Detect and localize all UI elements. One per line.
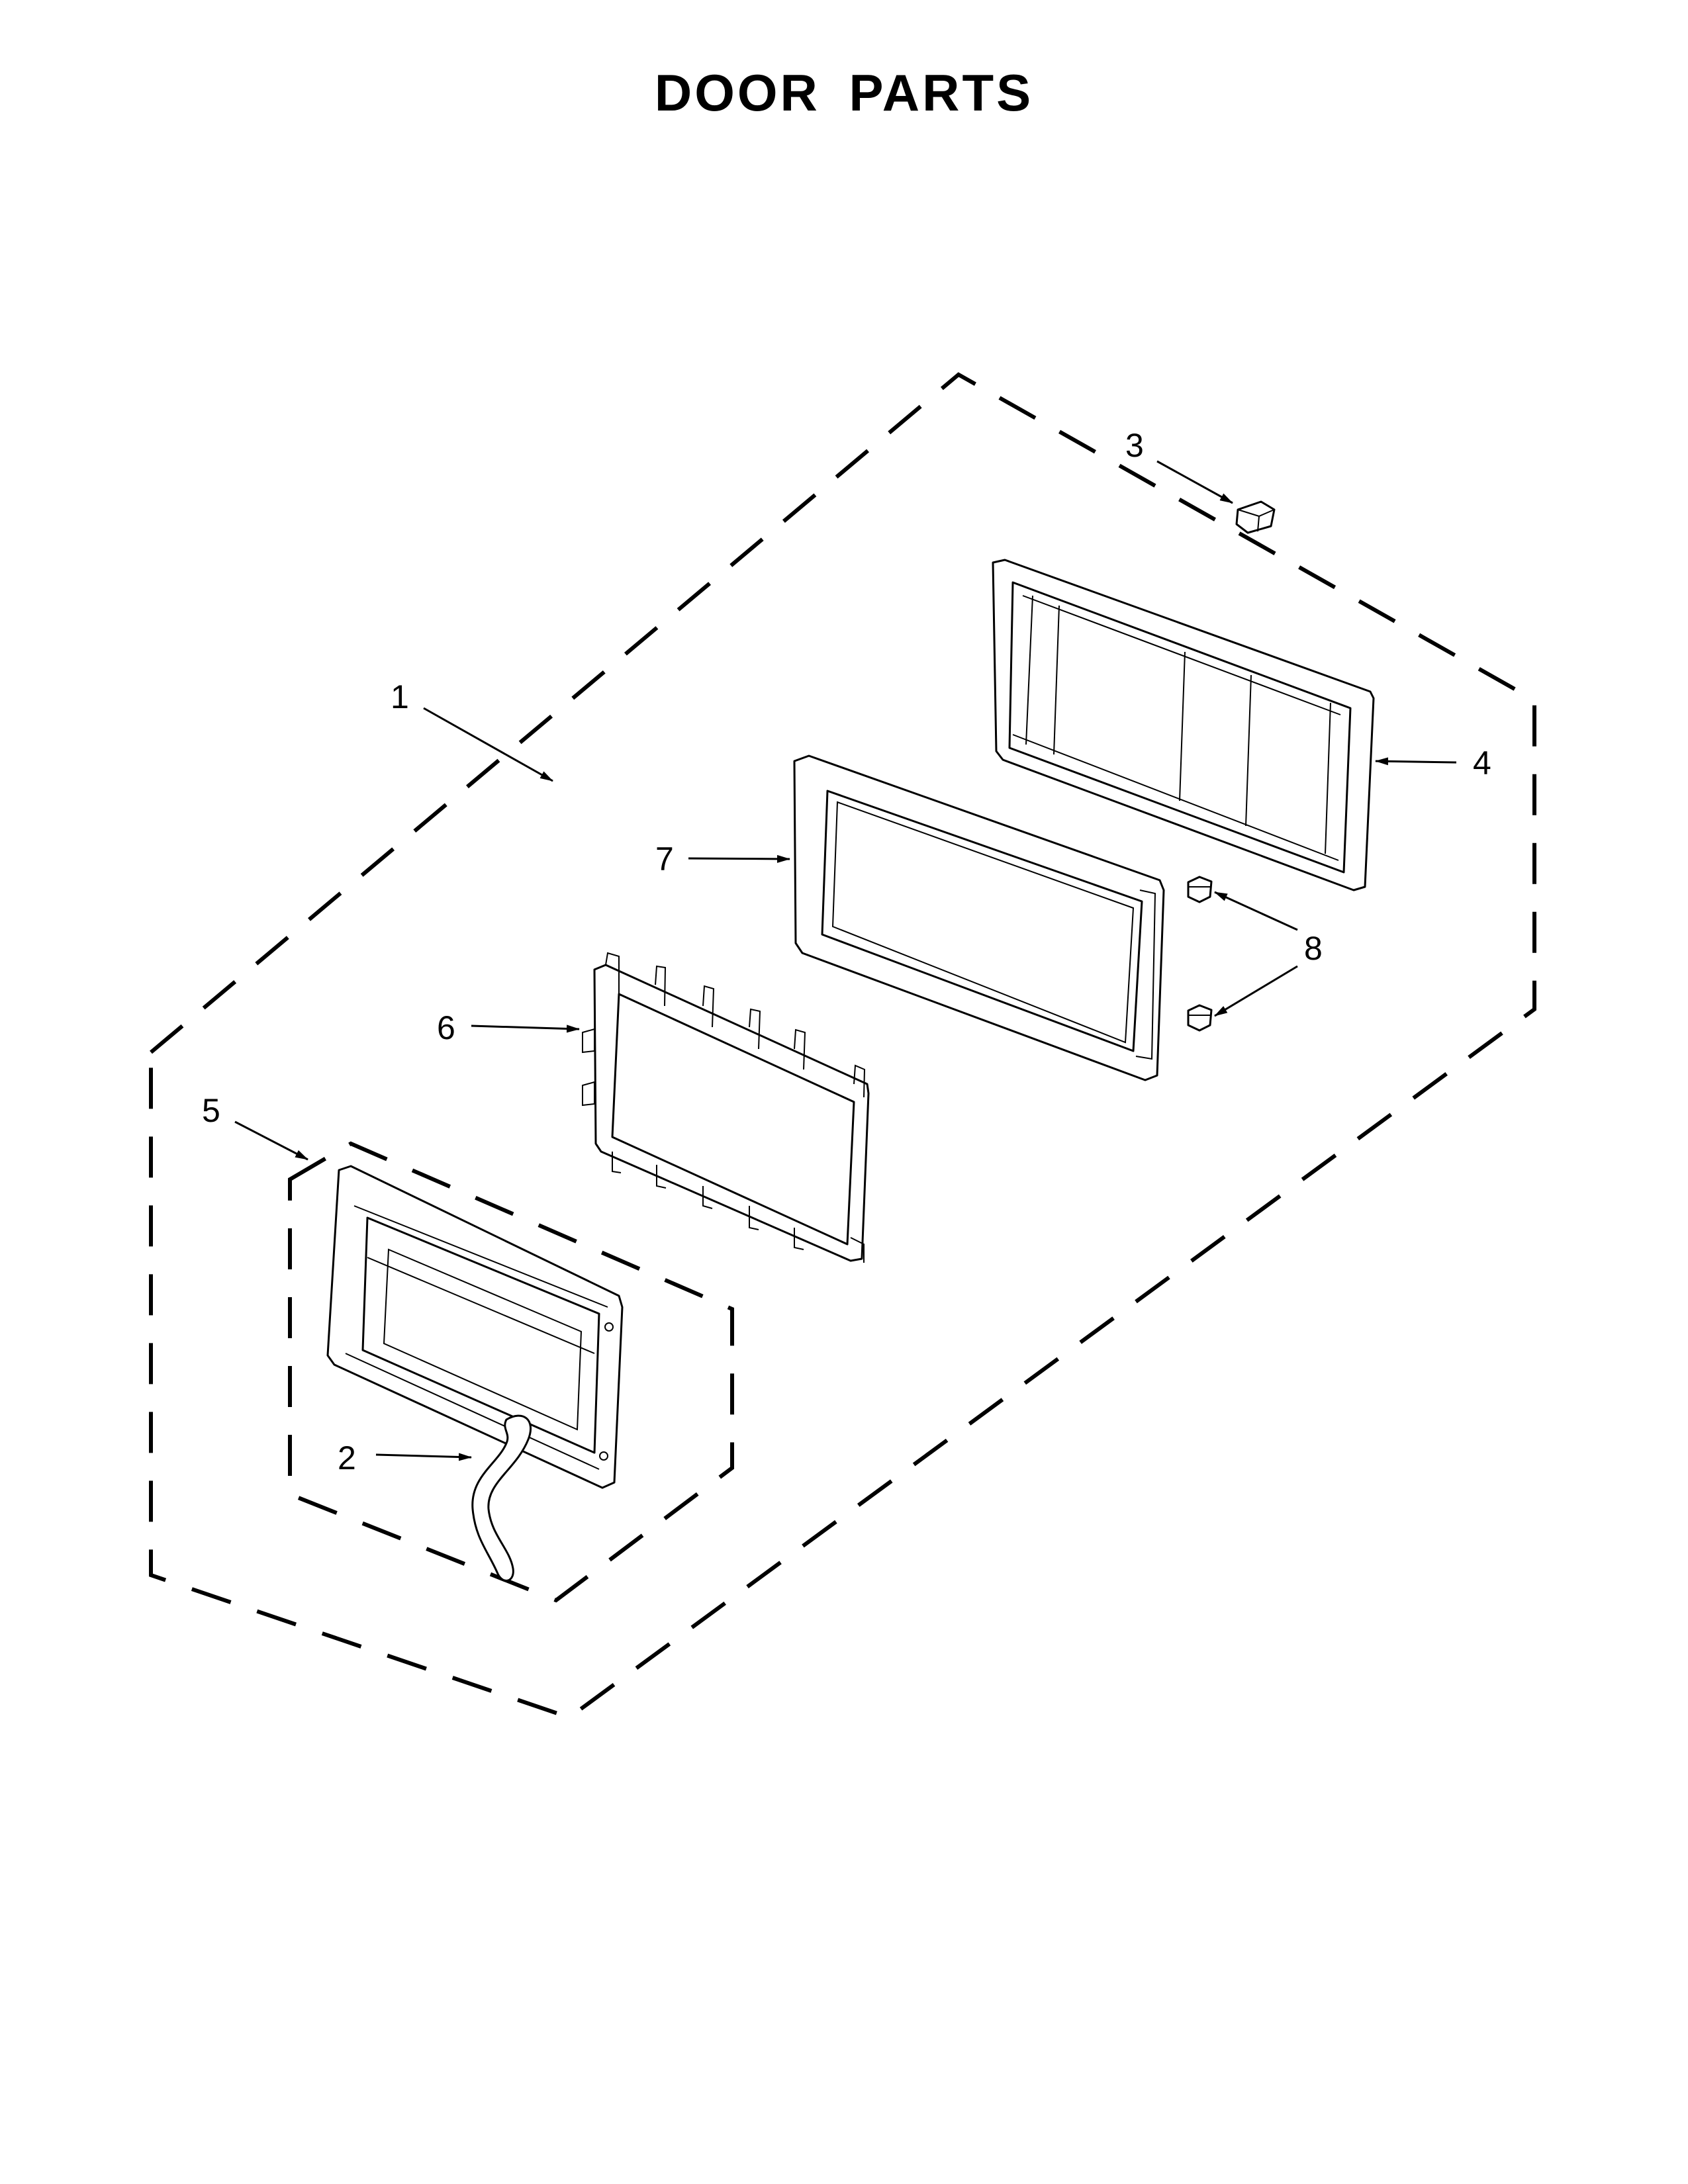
callout-1: 1 xyxy=(391,678,409,715)
part-3-clip[interactable] xyxy=(1235,500,1276,534)
leader-8b xyxy=(1214,965,1298,1017)
part-8-latch-lower[interactable] xyxy=(1187,1004,1213,1032)
leader-3 xyxy=(1156,460,1233,504)
callout-4: 4 xyxy=(1473,745,1491,782)
callout-5: 5 xyxy=(202,1092,220,1129)
callout-6: 6 xyxy=(437,1009,455,1046)
part-8-latch-upper[interactable] xyxy=(1187,876,1213,903)
callout-8: 8 xyxy=(1304,930,1323,967)
leader-6 xyxy=(471,1024,580,1033)
door-frame-sub-boundary xyxy=(288,1141,734,1603)
callout-7: 7 xyxy=(655,841,674,878)
part-7-inner-door-panel[interactable] xyxy=(793,754,1165,1081)
leader-2 xyxy=(375,1453,472,1461)
page-title: DOOR PARTS xyxy=(654,64,1034,122)
door-assembly-boundary xyxy=(149,372,1536,1720)
callout-3: 3 xyxy=(1125,427,1144,464)
leader-7 xyxy=(688,854,790,863)
callout-2: 2 xyxy=(338,1439,356,1477)
part-4-door-choke[interactable] xyxy=(992,559,1375,891)
leader-5 xyxy=(234,1120,308,1161)
part-6-window-frame[interactable] xyxy=(582,952,870,1263)
leader-4 xyxy=(1375,757,1457,766)
leader-8a xyxy=(1214,891,1298,931)
leader-1 xyxy=(423,707,553,782)
part-2-door-seal-strip[interactable] xyxy=(471,1414,532,1582)
part-5-door-frame[interactable] xyxy=(326,1165,624,1489)
